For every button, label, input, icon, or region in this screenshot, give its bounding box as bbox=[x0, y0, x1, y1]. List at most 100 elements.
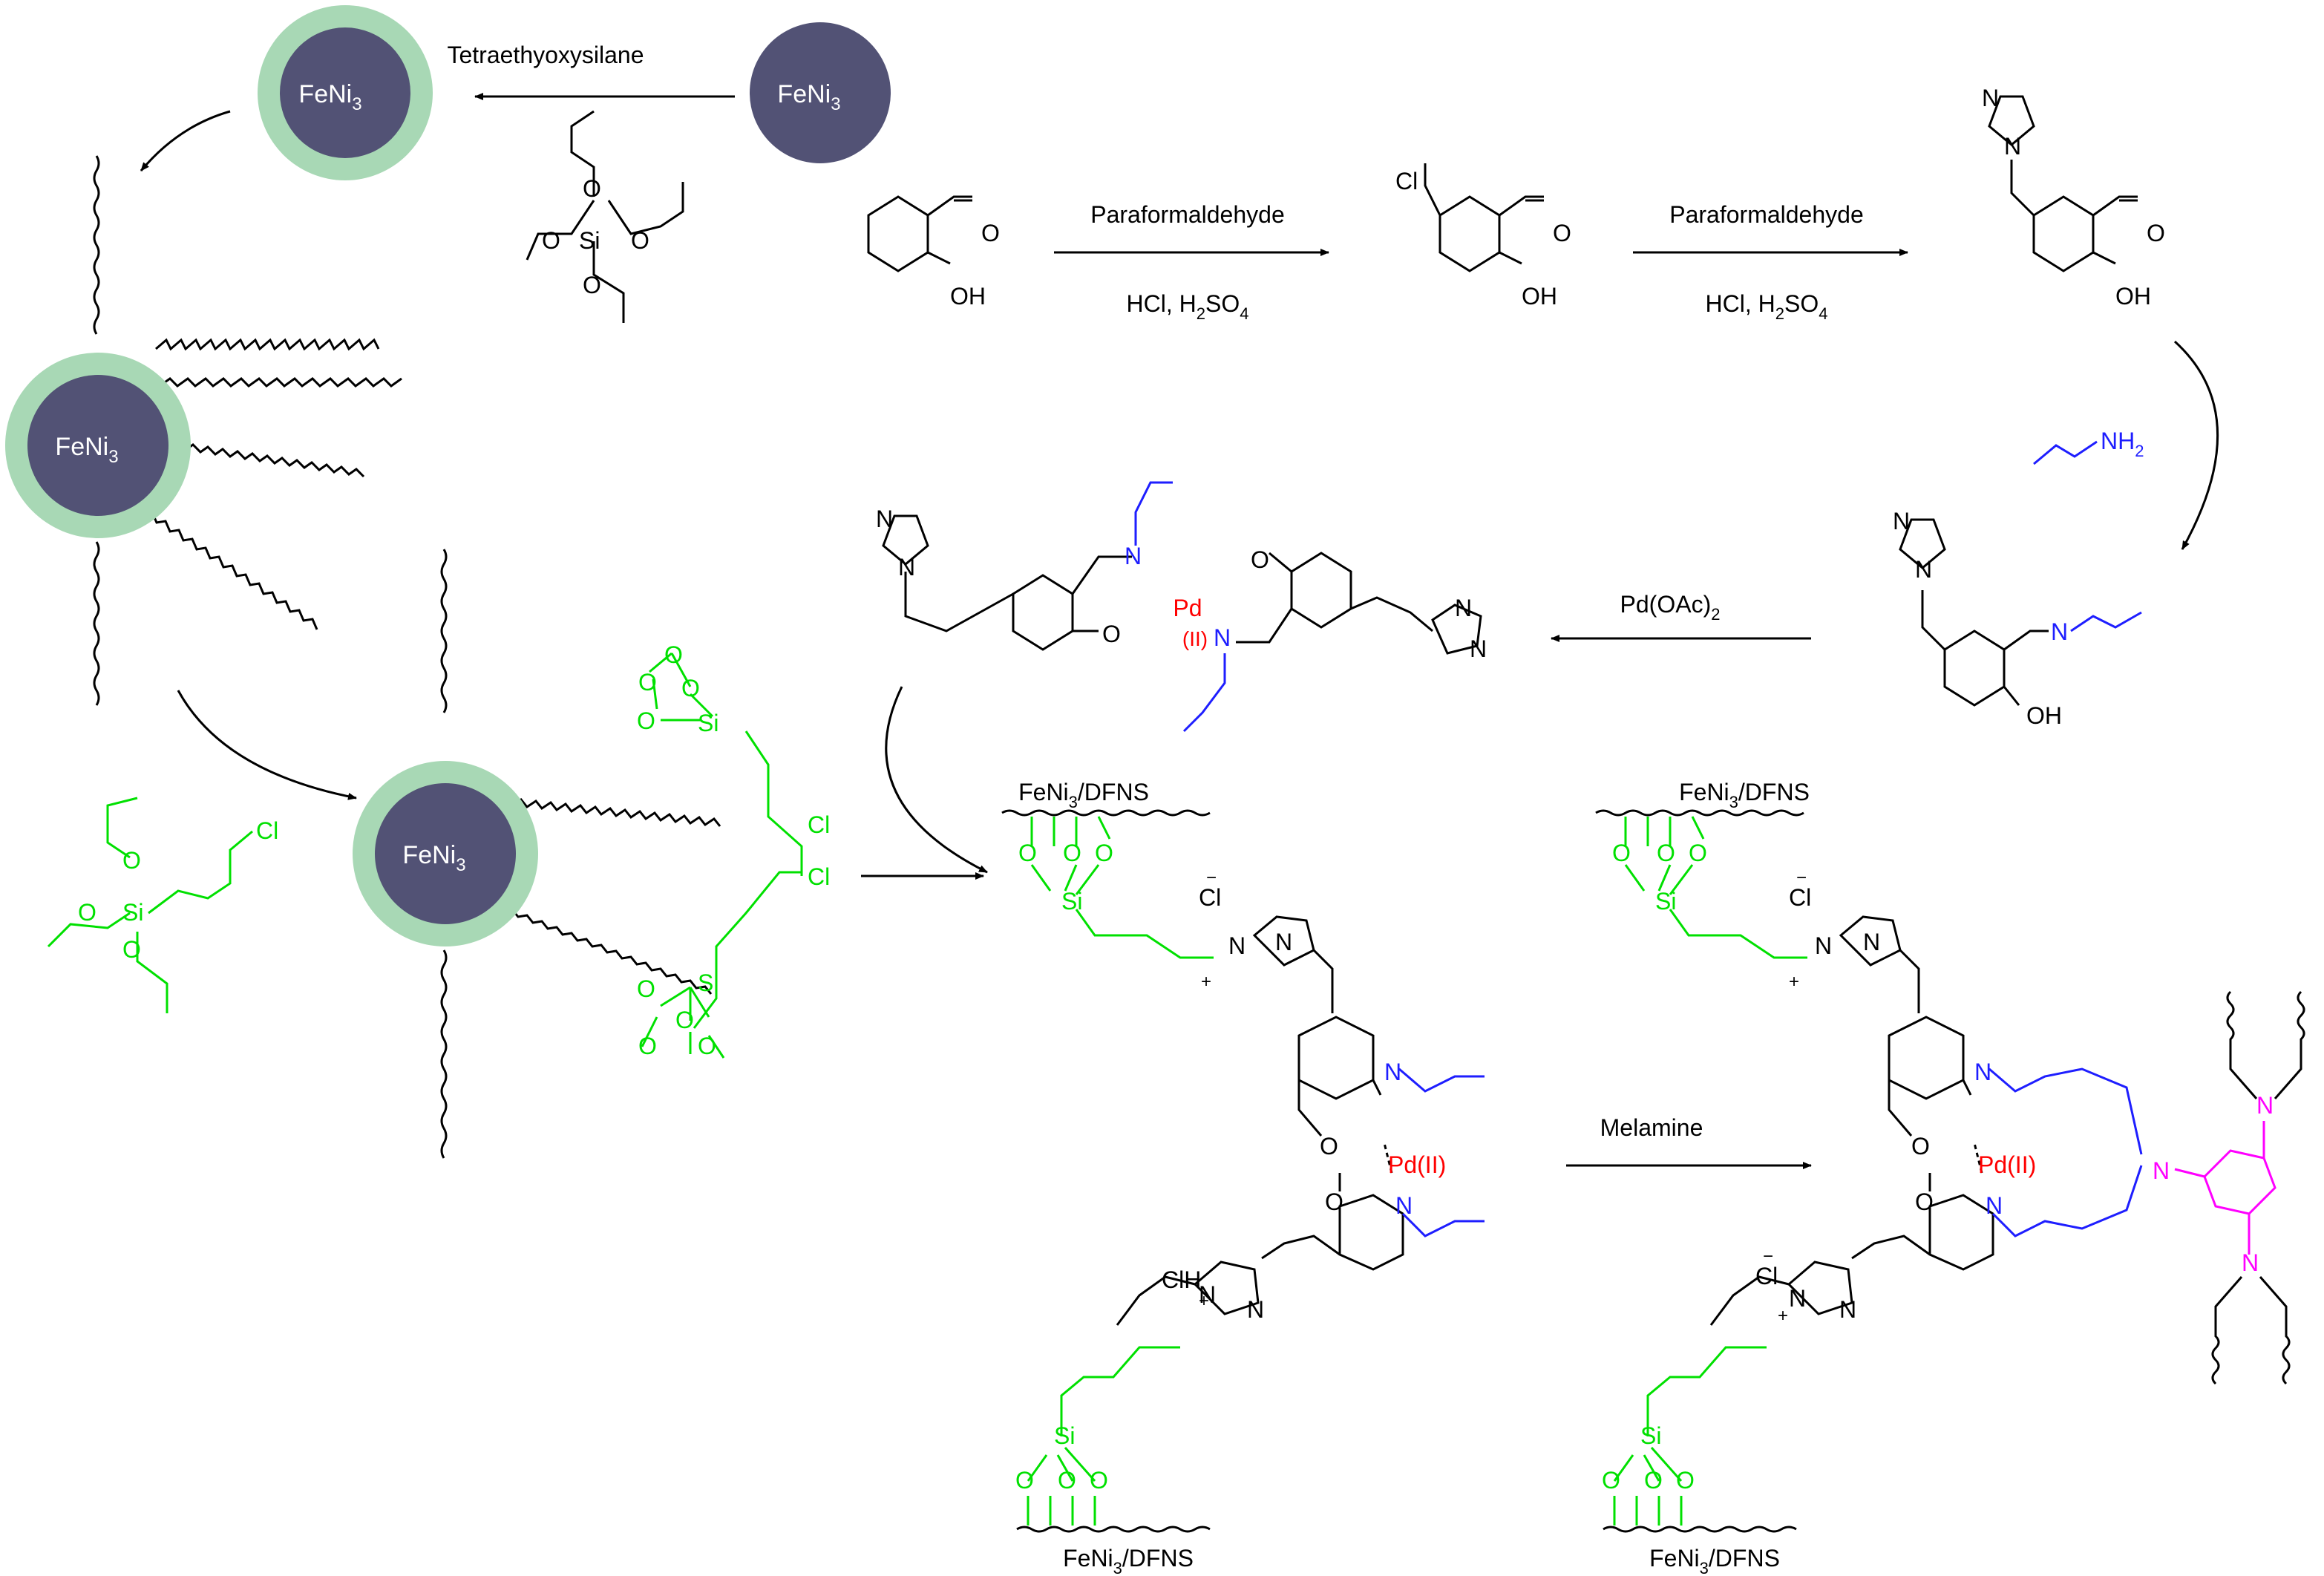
phenol-OH-1: OH bbox=[950, 283, 986, 310]
svg-text:O: O bbox=[1015, 1467, 1034, 1494]
bridging-chains-right bbox=[1989, 1067, 2143, 1237]
svg-text:FeNi3: FeNi3 bbox=[55, 433, 118, 467]
svg-text:Cl: Cl bbox=[256, 817, 278, 844]
chloromethyl-salicylaldehyde bbox=[1424, 163, 1544, 272]
svg-text:O: O bbox=[1251, 546, 1269, 573]
reagent-pd-acetate: Pd(OAc)2 bbox=[1620, 591, 1721, 624]
svg-text:O: O bbox=[631, 227, 649, 254]
svg-text:Si: Si bbox=[698, 970, 719, 996]
arrow-schiff bbox=[2173, 340, 2219, 550]
svg-text:O: O bbox=[583, 272, 601, 298]
svg-text:O: O bbox=[1689, 840, 1707, 866]
shelled-particle-top: FeNi3 bbox=[258, 5, 433, 180]
melamine-atoms: N N N bbox=[2153, 1092, 2274, 1276]
svg-text:Cl: Cl bbox=[1199, 884, 1221, 911]
core-label: FeNi bbox=[777, 80, 831, 108]
functionalized-particle: FeNi3 bbox=[353, 549, 721, 1159]
svg-text:O: O bbox=[583, 175, 601, 202]
svg-text:O: O bbox=[664, 641, 683, 668]
svg-text:O: O bbox=[1102, 621, 1121, 647]
phenol-OH-3: OH bbox=[2115, 283, 2151, 310]
svg-text:Si: Si bbox=[1655, 888, 1676, 915]
phenol-OH-2: OH bbox=[1522, 283, 1557, 310]
svg-text:O: O bbox=[1676, 1467, 1695, 1494]
svg-text:O: O bbox=[1063, 840, 1081, 866]
svg-text:N: N bbox=[2256, 1092, 2274, 1119]
svg-text:N: N bbox=[1789, 1285, 1806, 1312]
cptes-structure bbox=[47, 797, 253, 1013]
svg-text:N: N bbox=[1455, 595, 1472, 621]
svg-text:+: + bbox=[1778, 1306, 1788, 1326]
ligand-imid-N1: N bbox=[1893, 508, 1910, 534]
svg-text:−: − bbox=[1796, 868, 1807, 888]
svg-text:O: O bbox=[1058, 1467, 1076, 1494]
svg-text:Si: Si bbox=[1054, 1422, 1075, 1449]
reagent-melamine: Melamine bbox=[1600, 1114, 1703, 1141]
dendritic-particle: FeNi3 bbox=[5, 155, 402, 706]
svg-text:N: N bbox=[1863, 929, 1880, 955]
svg-text:Si: Si bbox=[1640, 1422, 1661, 1449]
svg-text:O: O bbox=[1090, 1467, 1108, 1494]
final-catalyst-core bbox=[1709, 915, 1994, 1326]
pd-center-right: Pd(II) bbox=[1978, 1151, 2036, 1178]
svg-text:O: O bbox=[1320, 1133, 1338, 1160]
coordination-dash-left bbox=[1383, 1142, 1393, 1174]
support-label-1: FeNi3/DFNS bbox=[1018, 779, 1149, 811]
bare-particle: FeNi3 bbox=[750, 22, 891, 163]
svg-text:O: O bbox=[638, 669, 657, 696]
imidazolylmethyl-salicylaldehyde bbox=[1988, 95, 2138, 272]
support-label-3: FeNi3/DFNS bbox=[1063, 1545, 1194, 1576]
core-label: FeNi bbox=[55, 433, 108, 461]
aldehyde-O-1: O bbox=[981, 220, 1000, 246]
cptes-atoms: O O Si Cl O bbox=[78, 817, 278, 963]
svg-text:O: O bbox=[637, 707, 655, 734]
svg-text:N: N bbox=[1125, 543, 1142, 569]
ligand-imid-N2: N bbox=[1915, 556, 1932, 583]
svg-text:FeNi3: FeNi3 bbox=[777, 80, 840, 114]
svg-text:O: O bbox=[1325, 1188, 1343, 1215]
svg-text:O: O bbox=[675, 1007, 694, 1033]
svg-text:Cl: Cl bbox=[1755, 1263, 1778, 1289]
svg-text:O: O bbox=[1602, 1467, 1620, 1494]
svg-text:O: O bbox=[122, 847, 141, 874]
aldehyde-O-2: O bbox=[1553, 220, 1571, 246]
svg-text:N: N bbox=[1986, 1192, 2003, 1219]
imidazole-N-1: N bbox=[1982, 85, 1999, 111]
svg-text:ClH: ClH bbox=[1162, 1266, 1201, 1293]
immobilized-catalyst-left bbox=[1116, 915, 1404, 1326]
schiff-base-ligand bbox=[1899, 518, 2049, 707]
linker-left bbox=[1027, 816, 1214, 1526]
imidazole-N-2: N bbox=[2004, 133, 2021, 160]
support-label-4: FeNi3/DFNS bbox=[1649, 1545, 1780, 1576]
allylamine: NH2 bbox=[2033, 428, 2144, 465]
grafted-chloropropyl-groups bbox=[641, 652, 803, 1059]
svg-text:O: O bbox=[1644, 1467, 1663, 1494]
support-surface-4 bbox=[1603, 1526, 1797, 1533]
teos-atoms: O O Si O O bbox=[542, 175, 649, 298]
allyl-chain-ligand bbox=[2070, 611, 2142, 632]
ligand-OH: OH bbox=[2026, 702, 2062, 729]
linker-left-atoms: O O O Si Si O O O bbox=[1015, 840, 1113, 1494]
teos-structure bbox=[526, 110, 684, 323]
support-surface-3 bbox=[1016, 1526, 1211, 1533]
svg-text:Cl: Cl bbox=[808, 811, 830, 838]
pd-complex-allyls bbox=[1134, 481, 1226, 733]
svg-text:Si: Si bbox=[698, 710, 719, 736]
svg-text:N: N bbox=[1839, 1296, 1856, 1323]
svg-text:O: O bbox=[78, 899, 96, 926]
svg-text:N: N bbox=[1247, 1296, 1264, 1323]
svg-text:O: O bbox=[122, 936, 141, 963]
svg-text:NH2: NH2 bbox=[2101, 428, 2144, 460]
reagent-paraformaldehyde-1: Paraformaldehyde bbox=[1090, 201, 1284, 228]
svg-text:N: N bbox=[1384, 1059, 1401, 1085]
svg-text:+: + bbox=[1199, 1291, 1209, 1311]
melamine-ends bbox=[2211, 990, 2305, 1385]
melamine-linker bbox=[2174, 1121, 2276, 1255]
svg-text:N: N bbox=[1275, 929, 1292, 955]
svg-text:FeNi3: FeNi3 bbox=[402, 841, 465, 875]
svg-text:N: N bbox=[1974, 1059, 1991, 1085]
pd-center-left: Pd(II) bbox=[1388, 1151, 1446, 1178]
immobilized-left-atoms: N + N Cl − O O N N ClH + N N bbox=[1162, 868, 1413, 1323]
ligand-imine-N: N bbox=[2051, 618, 2068, 645]
